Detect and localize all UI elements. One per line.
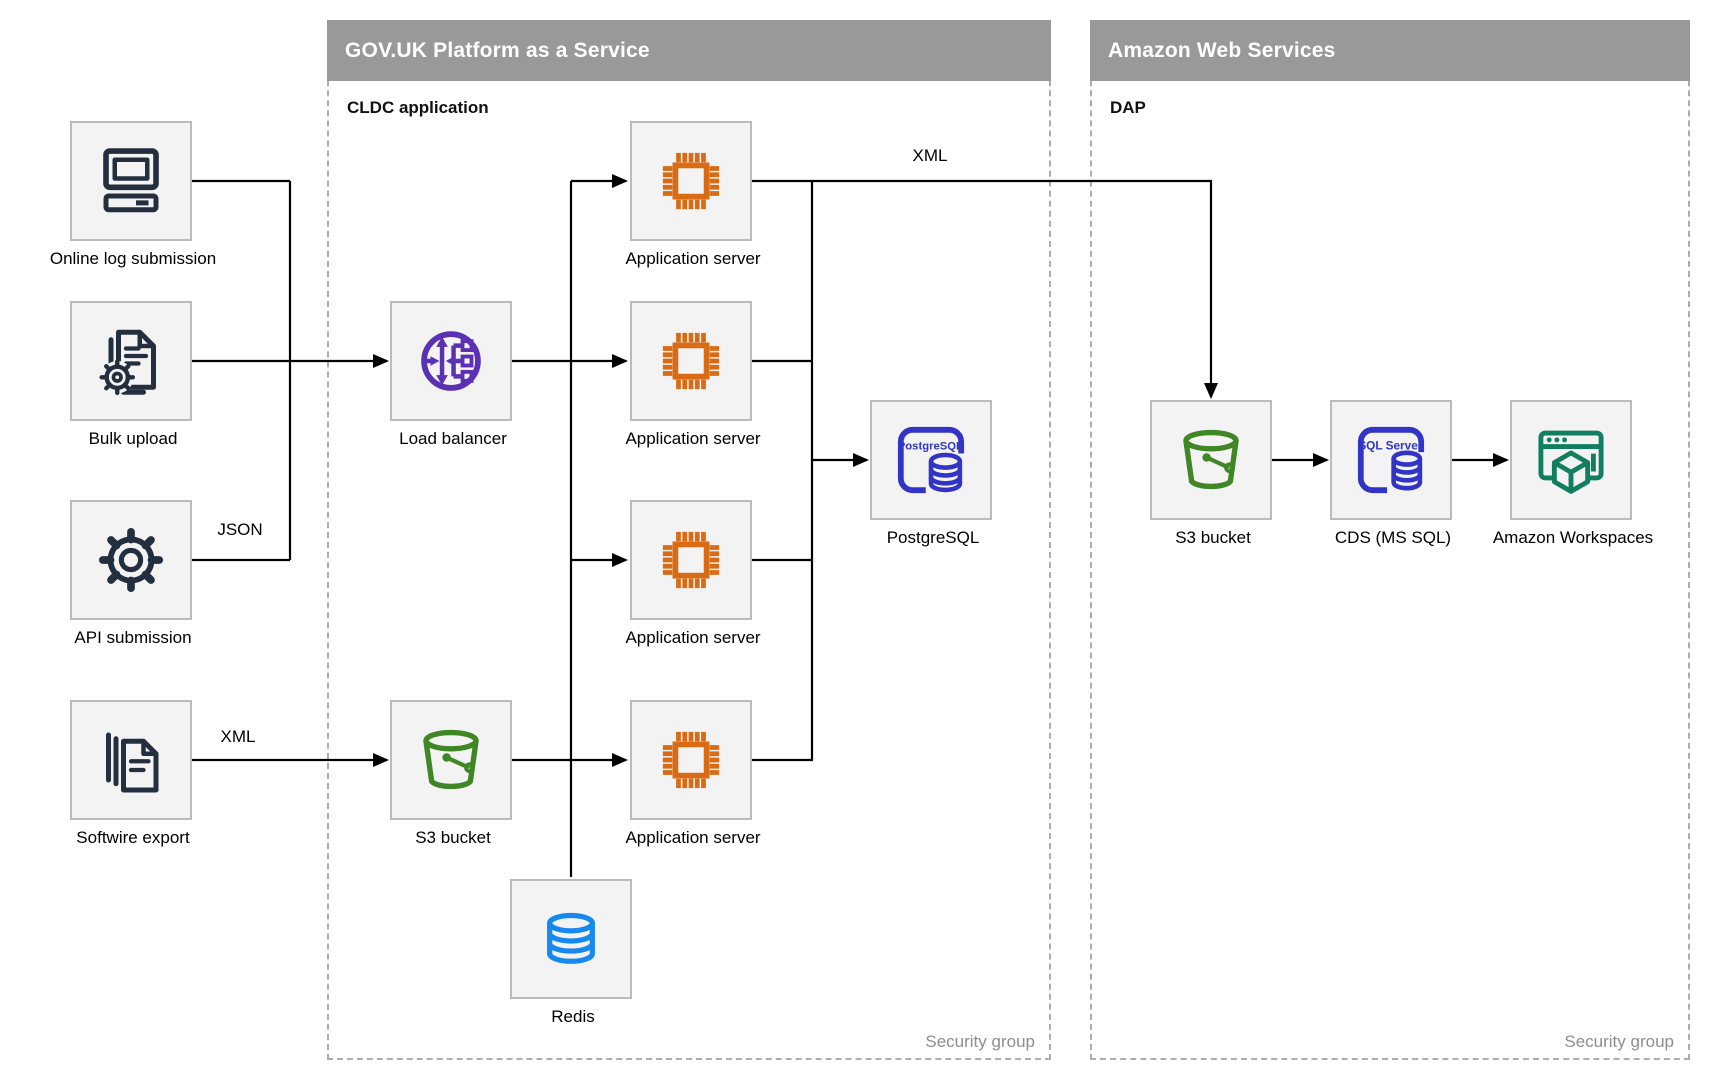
node-online-log-submission: Online log submission (50, 121, 216, 268)
chip-icon (662, 731, 720, 789)
edge-label-xml-softwire: XML (220, 727, 256, 746)
security-group-label: Security group (1564, 1032, 1674, 1051)
postgresql-logo-text: PostgreSQL (898, 441, 963, 453)
redis-database-icon (547, 912, 595, 964)
computer-icon (103, 148, 159, 213)
cldc-application-label: CLDC application (347, 98, 489, 117)
documents-stack-icon (106, 732, 159, 793)
node-label: Online log submission (49, 249, 217, 268)
node-label: Application server (625, 249, 761, 268)
s3-bucket-icon (423, 729, 479, 790)
govuk-paas-header: GOV.UK Platform as a Service (327, 20, 1051, 81)
node-softwire-export: Softwire export (70, 700, 192, 847)
node-application-server-4: Application server (625, 700, 761, 847)
gear-icon (98, 527, 164, 593)
aws-title: Amazon Web Services (1108, 38, 1336, 62)
node-load-balancer: Load balancer (390, 301, 512, 448)
node-application-server-3: Application server (625, 500, 761, 647)
node-label: Bulk upload (88, 429, 178, 448)
node-label: Redis (551, 1007, 595, 1026)
sql-server-icon: SQL Server (1357, 426, 1426, 495)
chip-icon (662, 332, 720, 390)
node-s3-bucket-govuk: S3 bucket (390, 700, 512, 847)
chip-icon (662, 152, 720, 210)
node-postgresql: PostgreSQL PostgreSQL (870, 400, 992, 547)
node-label: Softwire export (76, 828, 190, 847)
node-s3-bucket-aws: S3 bucket (1150, 400, 1272, 547)
node-label: Application server (625, 828, 761, 847)
node-label: Application server (625, 628, 761, 647)
s3-bucket-icon (1183, 429, 1239, 490)
node-label: Load balancer (399, 429, 507, 448)
document-gear-icon (99, 329, 156, 396)
chip-icon (662, 531, 720, 589)
node-label: PostgreSQL (886, 528, 980, 547)
node-label: CDS (MS SQL) (1334, 528, 1452, 547)
node-label: Amazon Workspaces (1492, 528, 1654, 547)
node-application-server-2: Application server (625, 301, 761, 448)
aws-header: Amazon Web Services (1090, 20, 1690, 81)
security-group-label: Security group (925, 1032, 1035, 1051)
node-label: S3 bucket (1175, 528, 1251, 547)
dap-label: DAP (1110, 98, 1146, 117)
govuk-paas-title: GOV.UK Platform as a Service (345, 38, 650, 62)
node-redis: Redis (510, 879, 632, 1026)
node-api-submission: API submission (70, 500, 192, 647)
node-label: Application server (625, 429, 761, 448)
node-label: S3 bucket (415, 828, 491, 847)
node-application-server-1: Application server (625, 121, 761, 268)
aws-container: Amazon Web Services DAP Security group (1090, 20, 1690, 1060)
edge-label-xml-app: XML (912, 146, 948, 165)
postgresql-icon: PostgreSQL (898, 426, 966, 495)
workspaces-icon (1538, 430, 1604, 494)
load-balancer-icon (421, 331, 481, 391)
govuk-paas-container: GOV.UK Platform as a Service CLDC applic… (327, 20, 1051, 1060)
node-amazon-workspaces: Amazon Workspaces (1493, 400, 1653, 547)
edge-label-json: JSON (217, 520, 263, 539)
node-cds-ms-sql: SQL Server CDS (MS SQL) (1330, 400, 1452, 547)
node-label: API submission (74, 628, 192, 647)
sql-server-logo-text: SQL Server (1358, 439, 1422, 453)
node-bulk-upload: Bulk upload (70, 301, 192, 448)
